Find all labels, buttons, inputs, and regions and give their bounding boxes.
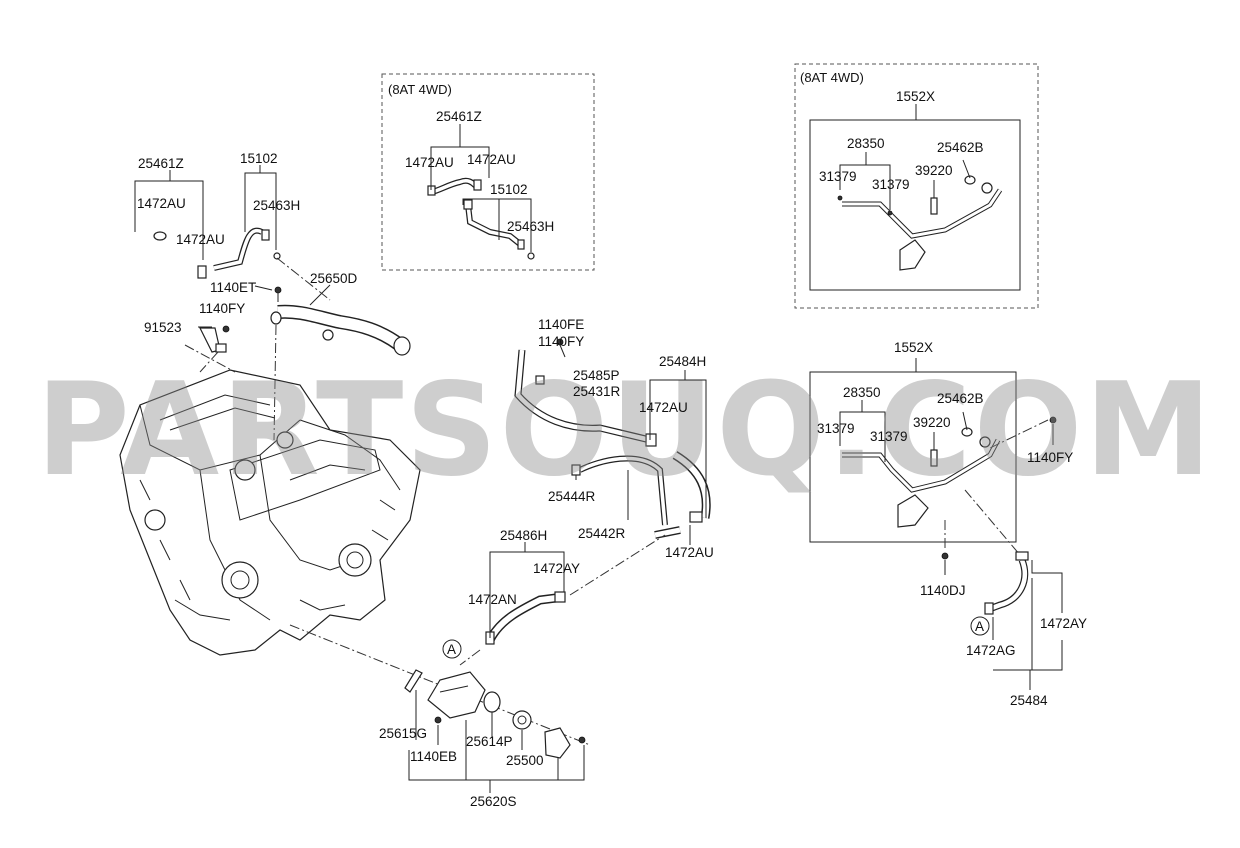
part-number-31379: 31379 [870,429,908,444]
part-number-25484H: 25484H [659,354,706,369]
part-number-25486H: 25486H [500,528,547,543]
part-number-39220: 39220 [915,163,953,178]
part-number-1140FY: 1140FY [1027,450,1073,465]
part-number-31379: 31379 [819,169,857,184]
part-number-25463H: 25463H [507,219,554,234]
inset-left-title: (8AT 4WD) [388,82,452,97]
part-number-1552X: 1552X [896,89,935,104]
upper-left-leaders [134,165,331,441]
part-number-91523: 91523 [144,320,182,335]
part-number-1472AY: 1472AY [533,561,580,576]
right-assembly [809,358,1063,690]
part-number-1140FY: 1140FY [199,301,245,316]
part-number-1472AU: 1472AU [467,152,516,167]
part-number-1552X: 1552X [894,340,933,355]
part-number-1140FE: 1140FE [538,317,584,332]
part-number-1472AU: 1472AU [639,400,688,415]
part-number-28350: 28350 [847,136,885,151]
part-number-25463H: 25463H [253,198,300,213]
part-number-25461Z: 25461Z [138,156,184,171]
part-number-25444R: 25444R [548,489,596,504]
center-hoses [459,338,711,666]
engine-block-illustration [119,369,421,656]
part-number-25462B: 25462B [937,140,984,155]
thermostat-group [289,624,591,793]
part-number-25461Z: 25461Z [436,109,482,124]
watermark: PARTSOUQ.COM [36,356,1214,505]
inset-box-right [794,63,1039,309]
part-number-1472AG: 1472AG [966,643,1016,658]
part-number-1472AN: 1472AN [468,592,517,607]
part-number-25615G: 25615G [379,726,427,741]
inset-left-parts [427,124,535,260]
part-number-25620S: 25620S [470,794,517,809]
part-number-25500: 25500 [506,753,544,768]
part-number-28350: 28350 [843,385,881,400]
part-number-1140DJ: 1140DJ [920,583,966,598]
part-number-1140FY: 1140FY [538,334,584,349]
part-number-25442R: 25442R [578,526,626,541]
part-number-25614P: 25614P [466,734,513,749]
part-number-15102: 15102 [240,151,278,166]
part-number-25484: 25484 [1010,693,1048,708]
part-number-25650D: 25650D [310,271,358,286]
inset-right-parts [809,104,1021,291]
part-number-1140EB: 1140EB [410,749,457,764]
part-number-39220: 39220 [913,415,951,430]
part-number-1472AU: 1472AU [176,232,225,247]
part-number-15102: 15102 [490,182,528,197]
part-number-31379: 31379 [872,177,910,192]
part-number-1472AU: 1472AU [137,196,186,211]
part-number-25462B: 25462B [937,391,984,406]
part-number-1472AU: 1472AU [665,545,714,560]
callout-a: A [975,619,984,634]
upper-left-hoses [153,227,411,356]
inset-right-title: (8AT 4WD) [800,70,864,85]
inset-box-left [381,73,595,271]
part-labels: 25461Z 1472AU 1472AU 15102 25463H 25650D… [137,70,1087,809]
callout-a: A [447,642,456,657]
part-number-25485P: 25485P [573,368,620,383]
center-leaders [489,344,707,638]
part-number-1472AY: 1472AY [1040,616,1087,631]
part-number-1140ET: 1140ET [210,280,256,295]
part-number-1472AU: 1472AU [405,155,454,170]
part-number-25431R: 25431R [573,384,621,399]
part-number-31379: 31379 [817,421,855,436]
